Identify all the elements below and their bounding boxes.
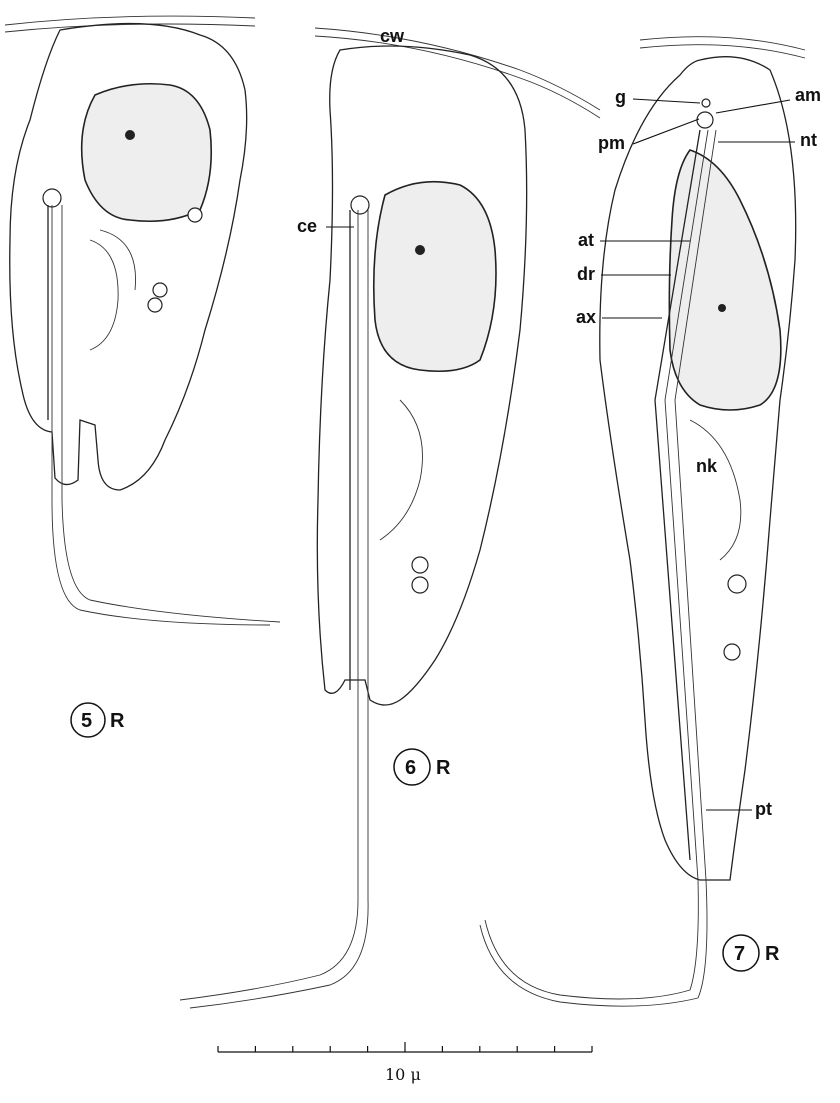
annotation-labels: cw ce g am pm nt at dr ax nk pt	[297, 26, 821, 819]
figure-number-5: 5 R	[71, 703, 125, 737]
figure-number-7: 7 R	[723, 935, 780, 971]
label-nt: nt	[800, 130, 817, 150]
figure-5-suffix: R	[110, 710, 125, 732]
cell-figure-5	[5, 16, 280, 625]
scale-bar-ticks	[218, 1042, 592, 1052]
figure-7-number: 7	[734, 943, 745, 965]
figure-7-suffix: R	[765, 943, 780, 965]
label-nk: nk	[696, 456, 718, 476]
cell-figure-6	[180, 28, 600, 1008]
label-pm: pm	[598, 133, 625, 153]
label-ax: ax	[576, 307, 596, 327]
label-cw: cw	[380, 26, 405, 46]
figure-number-6: 6 R	[394, 749, 451, 785]
label-am: am	[795, 85, 821, 105]
scale-bar-text: 10 μ	[385, 1065, 421, 1084]
label-pt: pt	[755, 799, 772, 819]
scale-bar: 10 μ	[218, 1042, 592, 1084]
figure-6-suffix: R	[436, 757, 451, 779]
figure-5-number: 5	[81, 710, 92, 732]
label-dr: dr	[577, 264, 595, 284]
label-at: at	[578, 230, 594, 250]
pointer-g	[633, 99, 700, 103]
label-ce: ce	[297, 216, 317, 236]
figure-6-number: 6	[405, 757, 416, 779]
cell-figure-7	[480, 37, 805, 1007]
pointer-am	[716, 100, 790, 113]
label-g: g	[615, 87, 626, 107]
